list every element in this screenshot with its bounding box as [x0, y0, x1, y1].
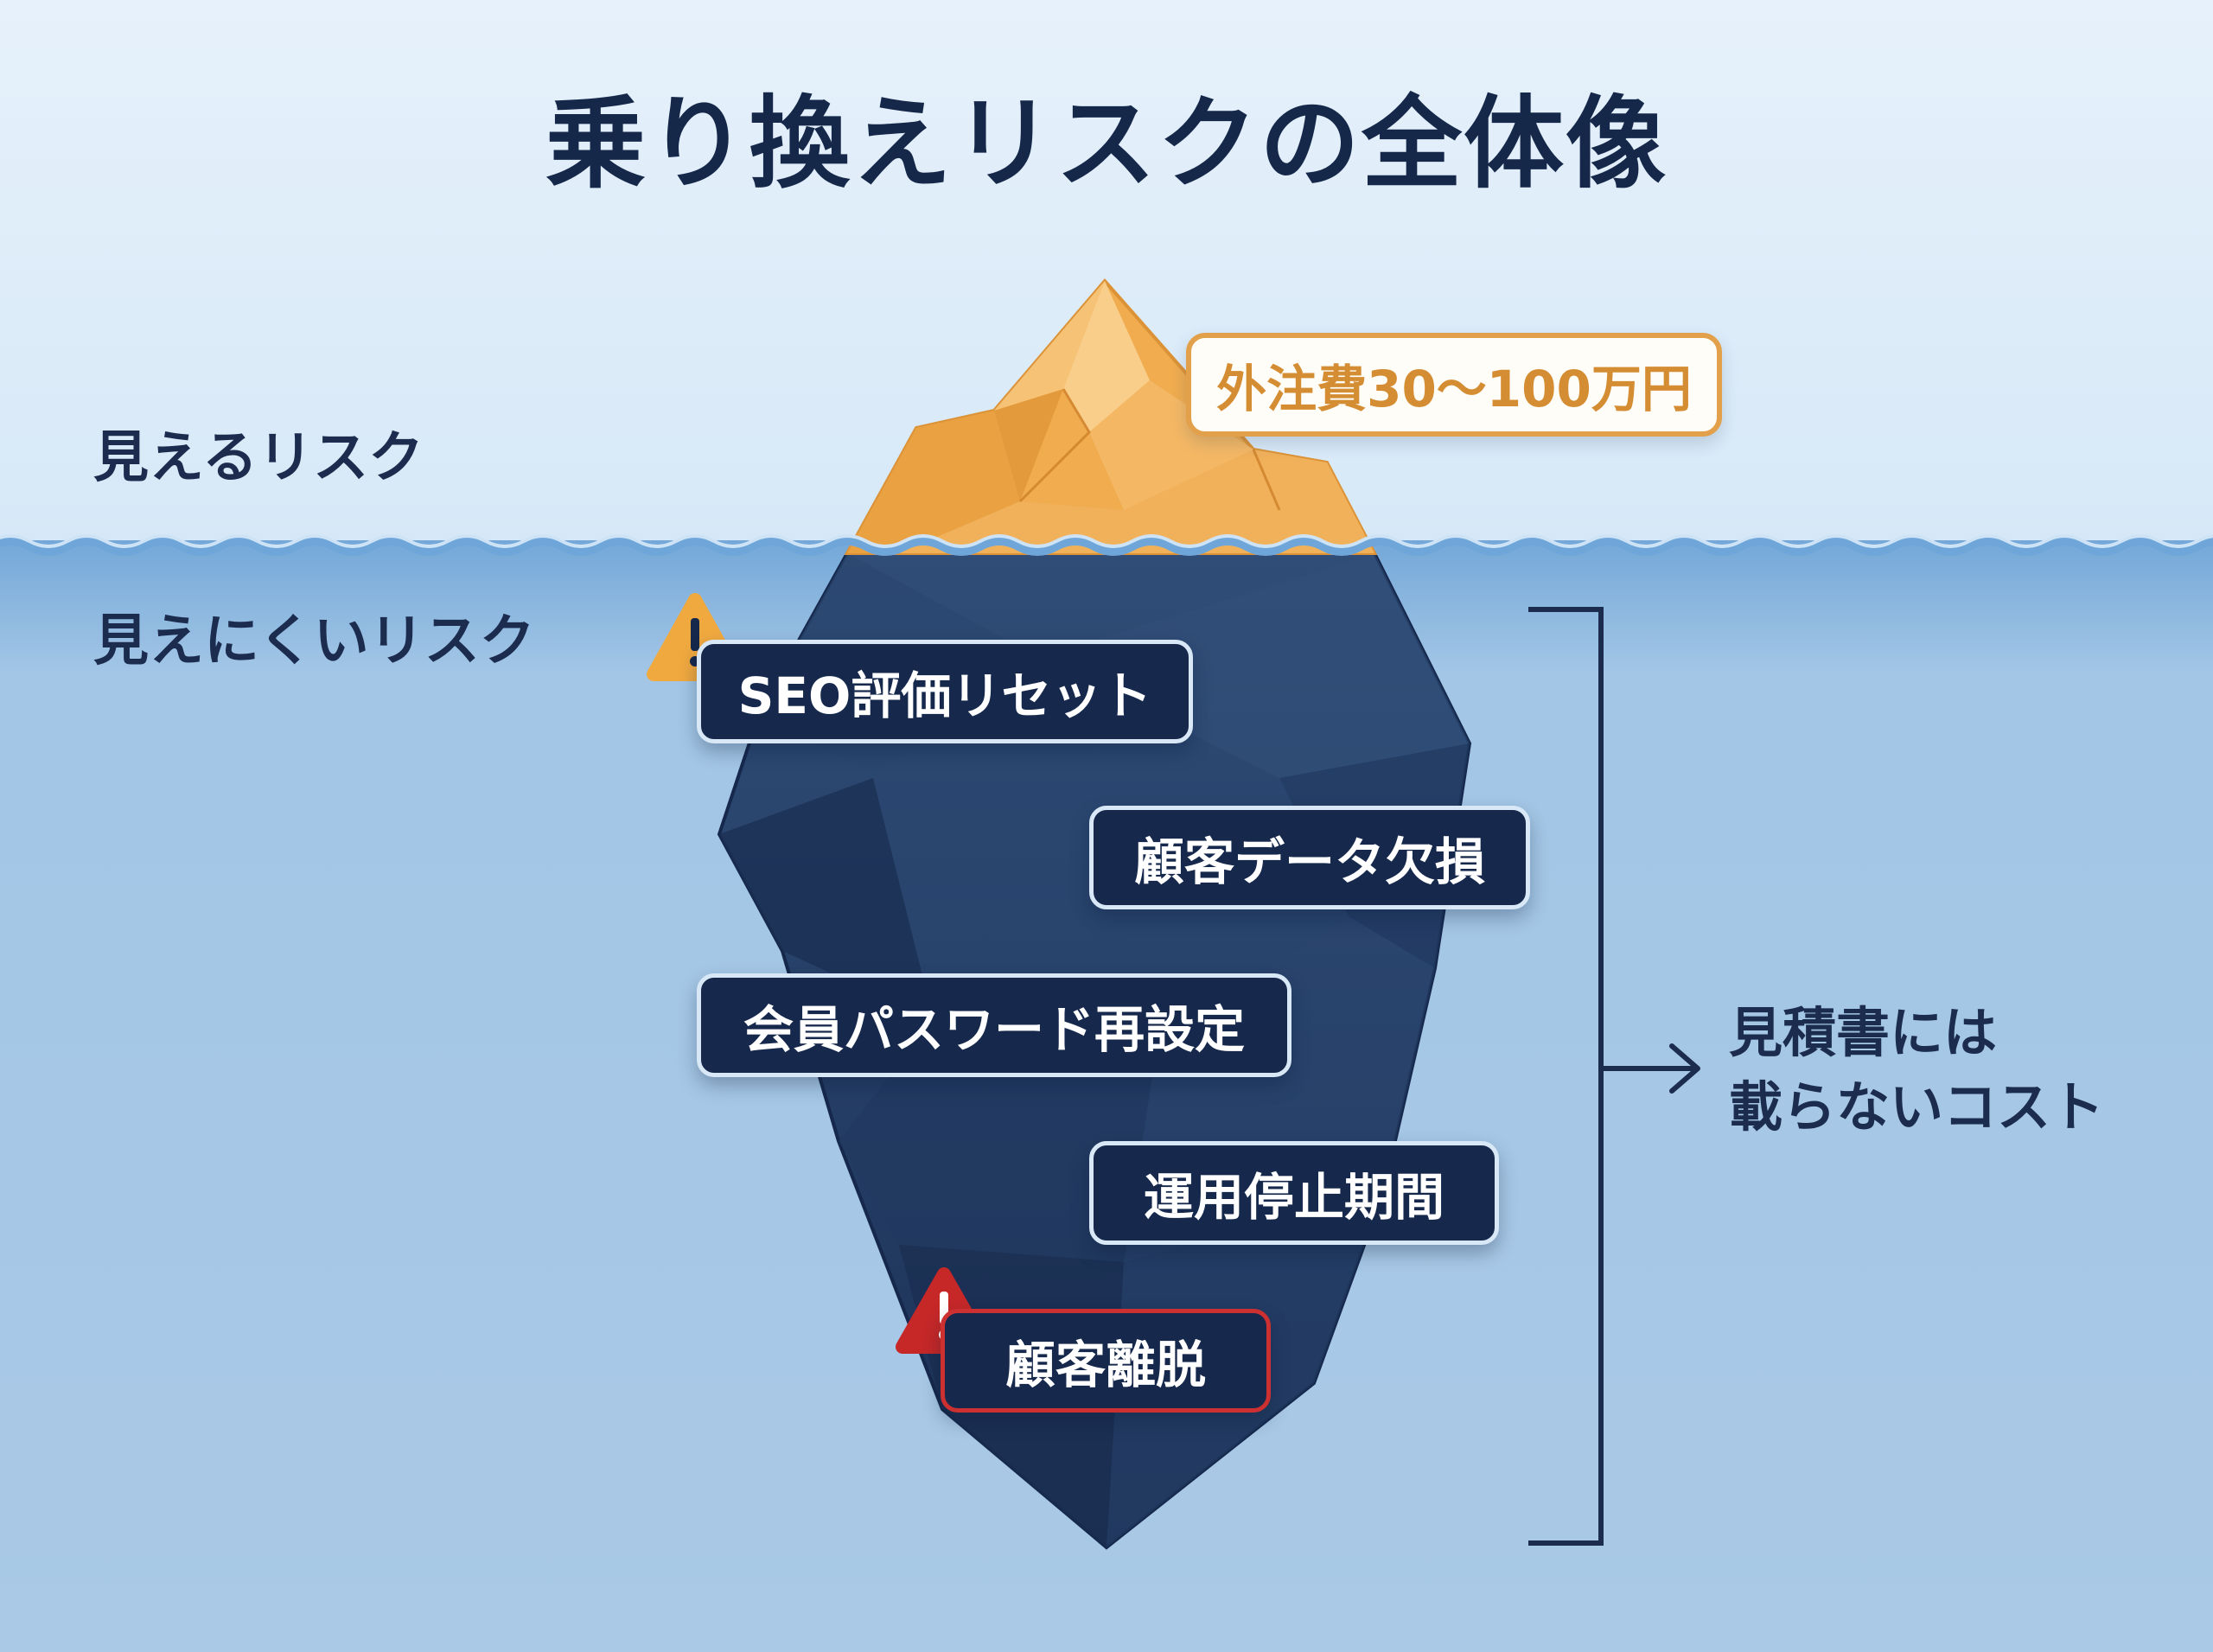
risk-downtime: 運用停止期間	[1089, 1141, 1499, 1245]
risk-customer-churn: 顧客離脱	[941, 1309, 1271, 1413]
hidden-risk-label: 見えにくいリスク	[93, 609, 535, 673]
hidden-cost-note-line2: 載らないコスト	[1729, 1075, 2105, 1139]
water-surface-highlight	[0, 534, 2213, 548]
risk-password-reset: 会員パスワード再設定	[697, 973, 1291, 1077]
arrow-right-icon	[1601, 1043, 1700, 1094]
visible-risk-label: 見えるリスク	[93, 426, 424, 490]
page-title: 乗り換えリスクの全体像	[545, 86, 1668, 202]
water-surface-wave	[0, 537, 2213, 556]
hidden-cost-note-line1: 見積書には	[1729, 1001, 1998, 1064]
hidden-cost-note: 見積書には 載らないコスト	[1729, 996, 2104, 1145]
outsourcing-cost-callout: 外注費30〜100万円	[1186, 333, 1722, 437]
risk-seo-reset: SEO評価リセット	[697, 640, 1193, 743]
hidden-cost-bracket	[1528, 607, 1604, 1546]
iceberg-tip	[844, 277, 1378, 555]
risk-customer-data-loss: 顧客データ欠損	[1089, 806, 1530, 909]
